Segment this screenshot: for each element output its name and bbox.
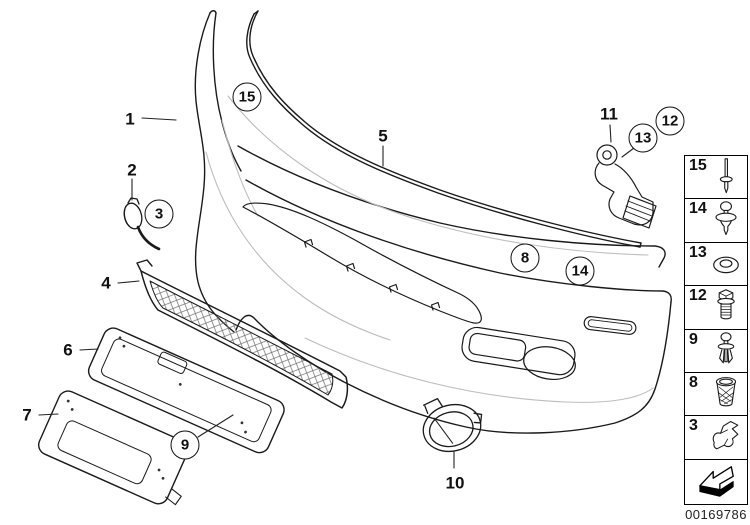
fog-lamp-ring [422,397,483,453]
legend-number: 3 [689,417,698,435]
reflector-slot [583,316,637,335]
bracket-icon [712,421,739,450]
callout-circle-8[interactable]: 8 [510,243,540,273]
washer-icon [713,256,739,274]
legend-item-3[interactable]: 3 [685,416,747,460]
license-plate-base [37,390,189,506]
tow-eye-cap [123,197,161,251]
support-bracket [594,144,657,229]
callout-circle-13[interactable]: 13 [628,123,658,153]
knurled-expanding-nut-icon [715,377,737,407]
legend-number: 14 [689,200,707,218]
legend-item-9[interactable]: 9 [685,329,747,373]
fog-lamp-recess [461,326,576,380]
callout-circle-15[interactable]: 15 [232,82,262,112]
legend-item-8[interactable]: 8 [685,372,747,417]
expansion-rivet-icon [719,158,733,194]
callout-4[interactable]: 4 [101,273,111,293]
callout-1[interactable]: 1 [125,109,135,129]
callout-10[interactable]: 10 [445,473,465,493]
legend-item-15[interactable]: 15 [685,156,747,200]
hardware-legend: 15 14 13 [684,155,748,505]
callout-11[interactable]: 11 [600,104,618,124]
push-rivet-icon [715,201,737,236]
legend-number: 15 [689,157,707,174]
intake-slot [242,202,482,324]
legend-nav-arrow[interactable] [685,459,747,504]
legend-item-14[interactable]: 14 [685,199,747,243]
leader-lines [38,117,635,469]
callout-6[interactable]: 6 [63,340,73,360]
center-grille [136,259,349,409]
callout-circle-14[interactable]: 14 [565,256,595,286]
hex-bolt-icon [717,289,735,320]
legend-number: 9 [689,330,698,348]
legend-number: 8 [689,373,698,391]
callout-circle-3[interactable]: 3 [144,199,174,229]
license-plate-filler [87,327,285,454]
legend-item-13[interactable]: 13 [685,242,747,287]
rubbing-strip [246,10,642,248]
legend-number: 12 [689,287,707,305]
callout-2[interactable]: 2 [127,160,137,180]
document-number: 00169786 [685,507,747,522]
legend-number: 13 [689,243,707,261]
callout-circle-9[interactable]: 9 [170,430,200,460]
legend-item-12[interactable]: 12 [685,286,747,330]
callout-5[interactable]: 5 [378,126,388,146]
bumper-trim-panel [194,10,672,434]
callout-7[interactable]: 7 [22,405,32,425]
callout-circle-12[interactable]: 12 [655,106,685,136]
back-arrow-icon [699,465,734,497]
expanding-clip-icon [717,331,735,363]
